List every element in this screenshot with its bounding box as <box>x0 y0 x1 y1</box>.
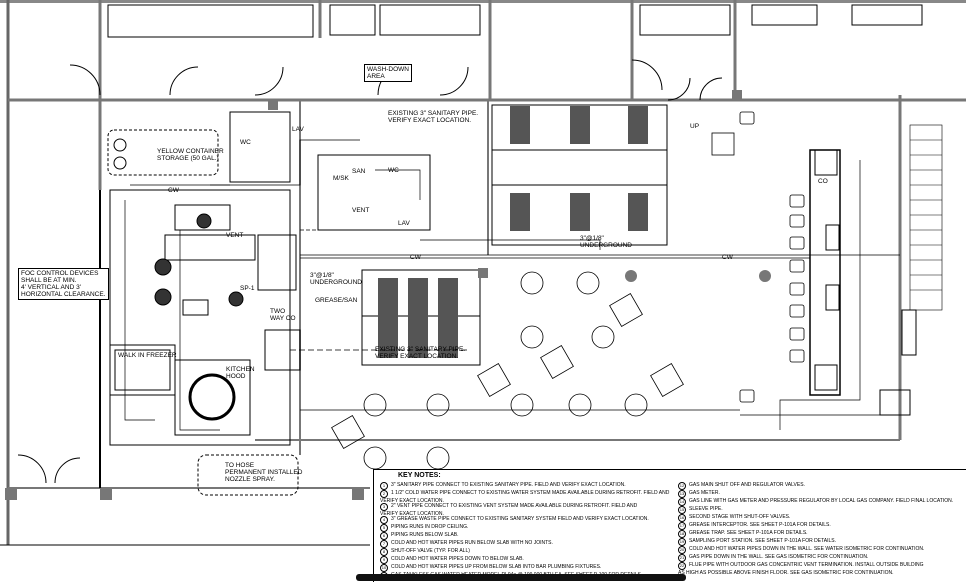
hose-label: TO HOSE PERMANENT INSTALLED NOZZLE SPRAY… <box>225 462 303 483</box>
cw-label: CW <box>722 254 733 261</box>
san-label: SAN <box>352 168 366 175</box>
wash-down-label: WASH-DOWN AREA <box>364 64 413 82</box>
scrollbar[interactable] <box>356 574 686 581</box>
vent-label: VENT <box>226 232 244 239</box>
mop-sink-label: M/SK <box>333 175 349 182</box>
two-way-co-label: TWO WAY CO <box>270 308 296 322</box>
underground-label-left: 3"@1/8" UNDERGROUND <box>310 272 362 286</box>
underground-label-right: 3"@1/8" UNDERGROUND <box>580 235 632 249</box>
foc-control-note: FOC CONTROL DEVICES SHALL BE AT MIN. 4' … <box>18 268 109 300</box>
co-label: CO <box>818 178 828 185</box>
grease-san-label: GREASE/SAN <box>315 297 358 304</box>
lav-label: LAV <box>398 220 410 227</box>
existing-sanitary-label-bottom: EXISTING 3" SANITARY PIPE. VERIFY EXACT … <box>375 346 466 360</box>
wc-label: WC <box>388 167 399 174</box>
walk-in-freezer-label: WALK IN FREEZER <box>118 352 177 359</box>
kitchen-hood-label: KITCHEN HOOD <box>226 366 255 380</box>
lav-label: LAV <box>292 126 304 133</box>
vent-label: VENT <box>352 207 370 214</box>
wc-label: WC <box>240 139 251 146</box>
cw-label: CW <box>168 187 179 194</box>
yellow-container-label: YELLOW CONTAINER STORAGE (50 GAL.) <box>157 148 224 162</box>
up-label: UP <box>690 123 700 130</box>
key-notes-title: KEY NOTES: <box>398 472 441 479</box>
existing-sanitary-label-top: EXISTING 3" SANITARY PIPE. VERIFY EXACT … <box>388 110 479 124</box>
sp1-label: SP-1 <box>240 285 255 292</box>
cw-label: CW <box>410 254 421 261</box>
